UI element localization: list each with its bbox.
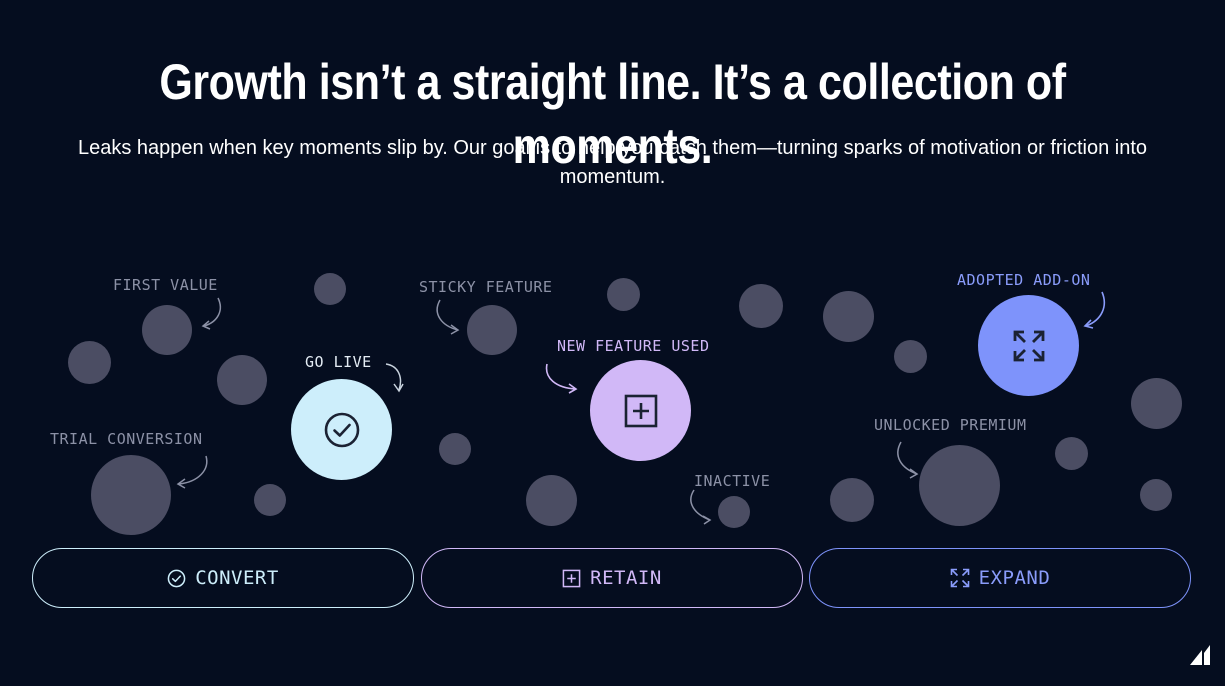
moment-dot (254, 484, 286, 516)
retain-button-label: RETAIN (590, 567, 662, 589)
expand-button-label: EXPAND (978, 567, 1051, 589)
label-unlocked-premium: UNLOCKED PREMIUM (874, 416, 1027, 434)
moment-dot (467, 305, 517, 355)
page-title: Growth isn’t a straight line. It’s a col… (159, 54, 1066, 174)
convert-button-label: CONVERT (195, 567, 279, 589)
expand-button[interactable]: EXPAND (809, 548, 1191, 608)
expand-arrows-icon (950, 568, 969, 588)
label-sticky-feature: STICKY FEATURE (419, 278, 553, 296)
moment-dot (68, 341, 111, 384)
moment-dot (1140, 479, 1172, 511)
moment-dot (217, 355, 267, 405)
adopted-add-on-moment (978, 295, 1079, 396)
new-feature-moment (590, 360, 691, 461)
arrow-unlocked-premium (897, 441, 919, 479)
moment-dot (739, 284, 783, 328)
plus-square-icon (562, 569, 581, 587)
moment-dot (142, 305, 192, 355)
moment-dot (823, 291, 874, 342)
expand-arrows-icon (1013, 330, 1044, 361)
moment-dot (894, 340, 927, 373)
moment-dot (314, 273, 346, 305)
arrow-first-value (201, 297, 222, 330)
moment-dot (439, 433, 471, 465)
logo-icon (1190, 645, 1210, 665)
arrow-sticky-feature (436, 299, 460, 335)
moment-dot (1055, 437, 1088, 470)
label-first-value: FIRST VALUE (113, 276, 218, 294)
moment-dot (1131, 378, 1182, 429)
arrow-inactive (690, 489, 712, 525)
retain-button[interactable]: RETAIN (421, 548, 803, 608)
go-live-moment (291, 379, 392, 480)
arrow-new-feature-used (545, 363, 578, 394)
label-adopted-add-on: ADOPTED ADD-ON (957, 271, 1091, 289)
plus-square-icon (624, 394, 657, 427)
label-go-live: GO LIVE (305, 353, 372, 371)
moment-dot (91, 455, 171, 535)
moment-dot (607, 278, 640, 311)
moment-dot (830, 478, 874, 522)
check-circle-icon (324, 412, 359, 447)
label-inactive: INACTIVE (694, 472, 771, 490)
moment-dot (526, 475, 577, 526)
moment-dot (919, 445, 1000, 526)
convert-button[interactable]: CONVERT (32, 548, 414, 608)
arrow-adopted-add-on (1083, 291, 1106, 329)
moment-dot (718, 496, 750, 528)
label-new-feature-used: NEW FEATURE USED (557, 337, 710, 355)
page-subtitle: Leaks happen when key moments slip by. O… (77, 137, 1148, 188)
label-trial-conversion: TRIAL CONVERSION (50, 430, 203, 448)
arrow-go-live (385, 363, 404, 393)
arrow-trial-conversion (176, 455, 208, 489)
check-circle-icon (167, 569, 186, 587)
